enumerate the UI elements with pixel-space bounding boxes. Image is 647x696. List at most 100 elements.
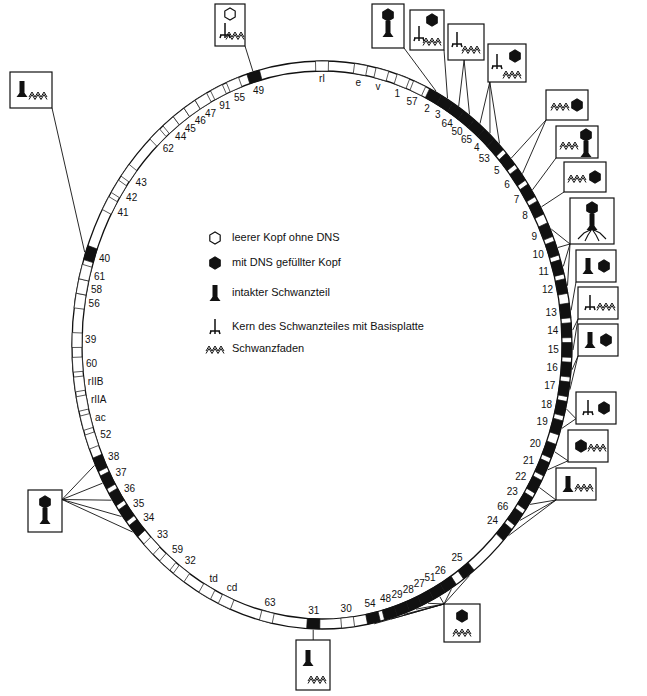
- box-frame: [444, 604, 480, 642]
- gene-segment: [562, 343, 572, 358]
- box-frame: [556, 126, 598, 158]
- gene-label: 8: [522, 211, 528, 221]
- leader-line: [520, 500, 556, 521]
- leader-line: [562, 419, 576, 429]
- gene-segment: [410, 81, 426, 96]
- box-frame: [576, 250, 616, 282]
- gene-label: 20: [530, 439, 541, 449]
- gene-label: td: [210, 574, 218, 584]
- gene-label: 43: [136, 178, 147, 188]
- gene-label: 11: [539, 267, 549, 277]
- tail-icon: [590, 214, 595, 227]
- gene-label: 26: [435, 566, 446, 576]
- phenotype-box: [556, 126, 598, 158]
- tail-core-icon: [492, 54, 502, 69]
- box-frame: [10, 72, 52, 108]
- tail-core-icon: [585, 295, 595, 310]
- tail-fiber-icon: [588, 444, 606, 452]
- gene-label: 49: [253, 86, 264, 96]
- gene-segment: [72, 333, 82, 348]
- leader-line: [489, 82, 490, 133]
- leader-line: [52, 108, 85, 252]
- leader-line: [480, 82, 490, 124]
- gene-label: 16: [547, 363, 558, 373]
- leader-line: [313, 630, 314, 640]
- gene-segment: [507, 508, 523, 526]
- gene-label: 55: [234, 93, 245, 103]
- full-head-icon: [510, 50, 520, 62]
- empty-head-icon: [210, 232, 220, 244]
- gene-label: 12: [542, 285, 553, 295]
- gene-label: cd: [227, 583, 238, 593]
- ring-outer: [72, 61, 572, 629]
- empty-head-icon: [225, 8, 235, 20]
- gene-label: 19: [537, 417, 548, 427]
- tail-base-icon: [585, 344, 596, 348]
- gene-segment: [119, 504, 135, 522]
- gene-segment: [539, 223, 553, 240]
- box-frame: [570, 198, 614, 244]
- gene-segment: [129, 519, 145, 537]
- gene-segment: [102, 197, 117, 215]
- gene-segment: [529, 201, 544, 219]
- box-frame: [410, 10, 444, 50]
- gene-label: 30: [341, 604, 352, 614]
- gene-segment: [394, 74, 409, 88]
- box-frame: [556, 468, 596, 500]
- tail-icon: [586, 258, 591, 271]
- tail-icon: [584, 141, 589, 154]
- gene-label: 54: [365, 599, 376, 609]
- leader-line: [459, 60, 464, 106]
- gene-label: 41: [118, 208, 129, 218]
- gene-label: 13: [546, 308, 557, 318]
- tail-icon: [213, 285, 218, 298]
- gene-segment: [353, 63, 367, 75]
- gene-label: 17: [544, 381, 555, 391]
- phenotype-boxes: [10, 4, 618, 690]
- gene-label: e: [356, 78, 362, 88]
- phenotype-box: [10, 72, 52, 108]
- leader-line: [509, 500, 557, 536]
- tail-icon: [588, 332, 593, 345]
- tail-core-icon: [452, 32, 462, 47]
- gene-segment: [74, 293, 86, 309]
- gene-label: 39: [85, 335, 96, 345]
- phenotype-box: [578, 287, 618, 319]
- tail-base-icon: [40, 520, 51, 524]
- full-head-icon: [599, 260, 609, 272]
- tail-fiber-icon: [29, 92, 47, 100]
- gene-segment: [76, 395, 88, 411]
- gene-segment: [195, 93, 211, 109]
- gene-label: 63: [265, 598, 276, 608]
- gene-segment: [517, 492, 532, 510]
- box-frame: [578, 324, 618, 356]
- full-head-icon: [601, 334, 611, 346]
- gene-segment: [561, 362, 572, 377]
- gene-segment: [316, 61, 329, 71]
- gene-label: 34: [143, 513, 154, 523]
- tail-base-icon: [383, 33, 394, 37]
- phenotype-box: [410, 10, 444, 50]
- gene-segment: [218, 594, 234, 609]
- phenotype-box: [570, 198, 614, 244]
- gene-label: 62: [163, 144, 174, 154]
- box-frame: [448, 24, 484, 60]
- gene-label: 59: [172, 545, 183, 555]
- phenotype-box: [444, 604, 480, 642]
- gene-segment: [542, 441, 556, 458]
- leader-line: [444, 50, 448, 98]
- box-frame: [546, 90, 588, 120]
- gene-segment: [109, 488, 124, 506]
- gene-segment: [520, 184, 535, 202]
- tail-fiber-icon: [462, 46, 480, 54]
- phenotype-box: [578, 324, 618, 356]
- leader-line: [533, 158, 557, 190]
- leader-line: [444, 589, 451, 604]
- gene-segment: [558, 381, 570, 397]
- gene-label: 40: [99, 254, 110, 264]
- gene-segment: [100, 472, 115, 490]
- gene-label: 37: [116, 468, 127, 478]
- phenotype-box: [576, 392, 616, 424]
- phenotype-box: [564, 162, 606, 192]
- box-frame: [215, 4, 245, 46]
